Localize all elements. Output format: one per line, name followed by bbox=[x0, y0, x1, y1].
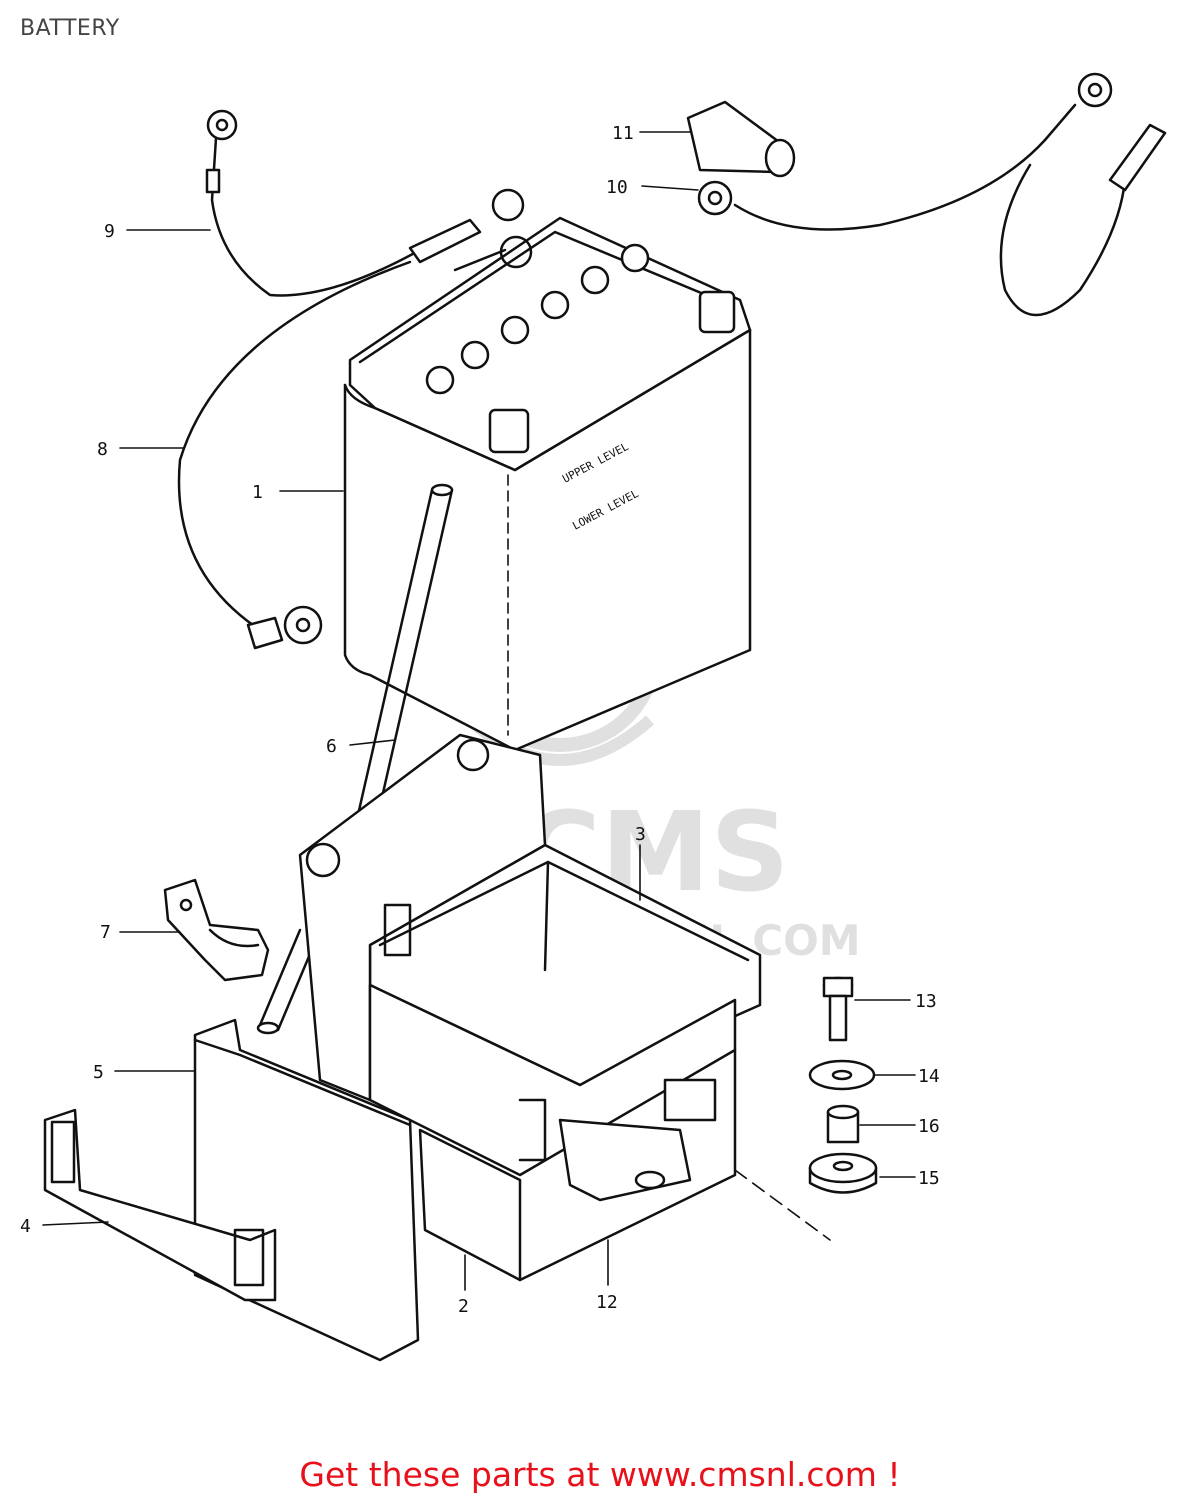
washer-part-14 bbox=[808, 1059, 876, 1091]
callout-1: 1 bbox=[252, 482, 263, 503]
footer-parts-link[interactable]: Get these parts at www.cmsnl.com ! bbox=[299, 1455, 901, 1494]
page-title: BATTERY bbox=[20, 16, 120, 41]
callout-12: 12 bbox=[596, 1292, 618, 1313]
cable-part-8 bbox=[177, 260, 412, 650]
cell-caps bbox=[425, 243, 650, 395]
callout-5: 5 bbox=[93, 1062, 104, 1083]
battery-part-1: UPPER LEVEL LOWER LEVEL bbox=[343, 216, 752, 752]
strap-part-4 bbox=[43, 1108, 277, 1302]
cushion-part-15 bbox=[808, 1152, 878, 1194]
callout-7: 7 bbox=[100, 922, 111, 943]
callout-16: 16 bbox=[918, 1116, 940, 1137]
cable-part-9 bbox=[205, 109, 533, 297]
bolt-part-13 bbox=[822, 976, 854, 1042]
leader-lines bbox=[42, 131, 916, 1291]
callout-labels: 1 2 3 4 5 6 7 8 9 10 11 12 13 14 15 16 bbox=[20, 123, 940, 1317]
callout-8: 8 bbox=[97, 439, 108, 460]
callout-2: 2 bbox=[458, 1296, 469, 1317]
callout-13: 13 bbox=[915, 991, 937, 1012]
callout-4: 4 bbox=[20, 1216, 31, 1237]
callout-3: 3 bbox=[635, 824, 646, 845]
terminal-cap-part-11 bbox=[686, 100, 796, 178]
callout-10: 10 bbox=[606, 177, 628, 198]
clamp-part-7 bbox=[163, 878, 270, 982]
holder-bracket-part-12 bbox=[298, 733, 737, 1282]
callout-6: 6 bbox=[326, 736, 337, 757]
breather-tube-part-6 bbox=[256, 483, 454, 1035]
collar-part-16 bbox=[826, 1104, 860, 1144]
callout-9: 9 bbox=[104, 221, 115, 242]
callout-14: 14 bbox=[918, 1066, 940, 1087]
callout-11: 11 bbox=[612, 123, 634, 144]
cable-part-10 bbox=[697, 72, 1167, 317]
assembly-line bbox=[734, 1169, 831, 1241]
callout-15: 15 bbox=[918, 1168, 940, 1189]
